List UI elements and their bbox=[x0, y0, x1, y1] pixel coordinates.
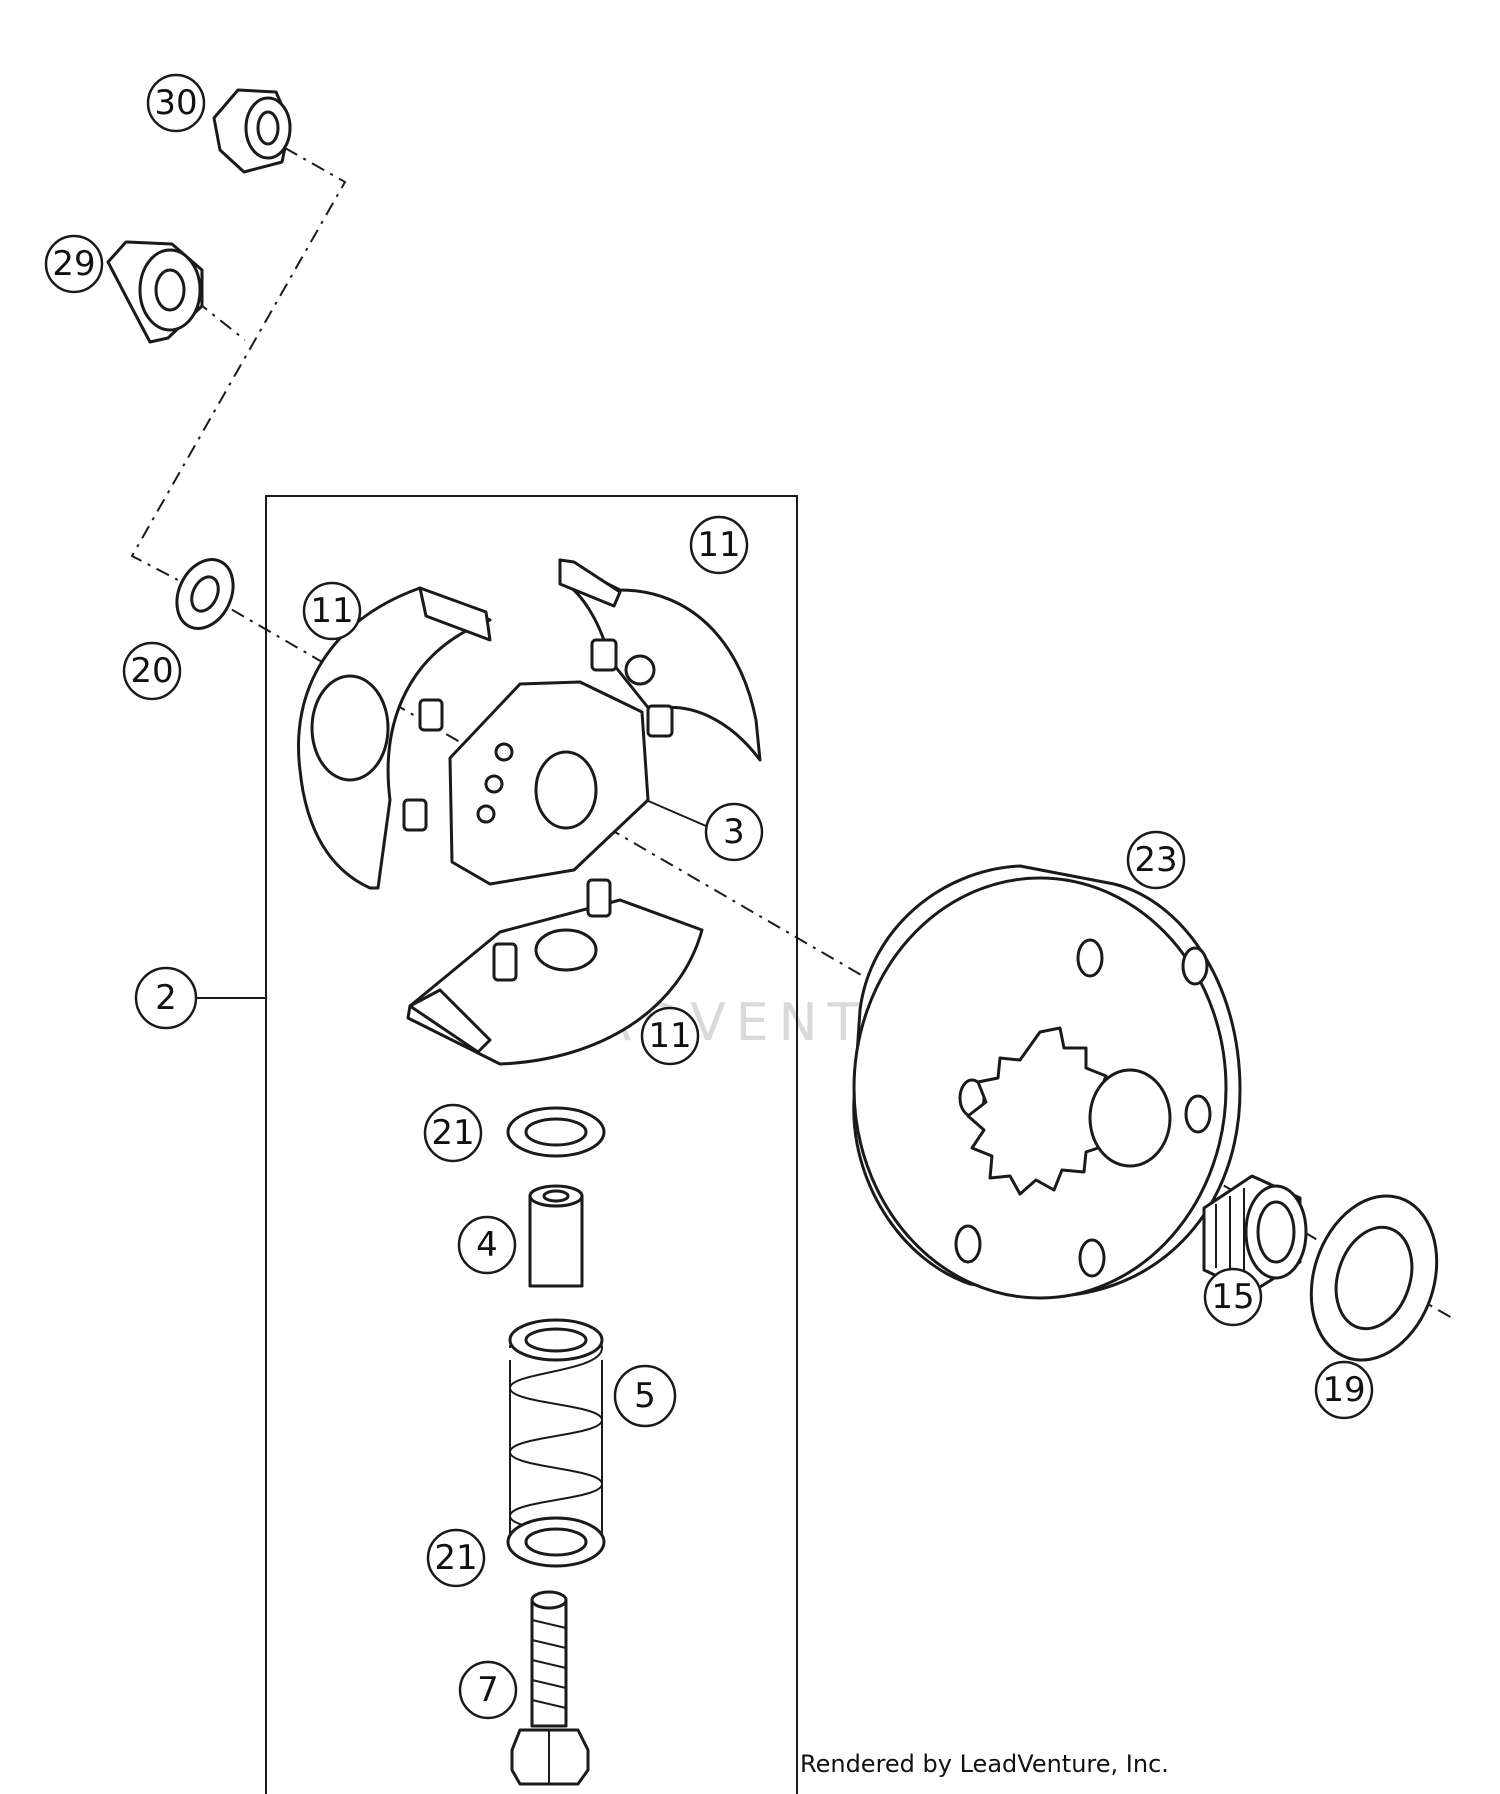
callout-21-lower: 21 bbox=[426, 1528, 486, 1588]
svg-text:15: 15 bbox=[1211, 1277, 1254, 1317]
washer-21-lower-shape bbox=[506, 1516, 606, 1568]
callout-21-upper: 21 bbox=[423, 1103, 483, 1163]
clutch-shoe-left-shape bbox=[297, 586, 492, 890]
callout-23: 23 bbox=[1126, 830, 1186, 890]
callout-3: 3 bbox=[704, 802, 764, 862]
svg-text:11: 11 bbox=[310, 591, 353, 631]
callout-11-bottom: 11 bbox=[640, 1006, 700, 1066]
svg-text:2: 2 bbox=[155, 978, 177, 1018]
clutch-carrier-3-shape bbox=[448, 680, 650, 886]
svg-text:5: 5 bbox=[634, 1376, 656, 1416]
bolt-7-shape bbox=[510, 1590, 590, 1786]
nut-30-shape bbox=[212, 88, 292, 174]
callout-15: 15 bbox=[1203, 1267, 1263, 1327]
clutch-shoe-top-right-shape bbox=[558, 558, 762, 762]
thrust-washer-19-shape bbox=[1309, 1194, 1439, 1362]
callout-20: 20 bbox=[122, 641, 182, 701]
svg-text:21: 21 bbox=[434, 1538, 477, 1578]
assembly-bracket-box bbox=[265, 495, 798, 1794]
callout-2: 2 bbox=[134, 966, 198, 1030]
needle-bearing-15-shape bbox=[1202, 1174, 1308, 1294]
svg-text:21: 21 bbox=[431, 1113, 474, 1153]
sleeve-4-shape bbox=[528, 1184, 584, 1288]
svg-text:11: 11 bbox=[697, 525, 740, 565]
callout-4: 4 bbox=[457, 1215, 517, 1275]
spring-5-shape bbox=[508, 1318, 604, 1551]
callout-7: 7 bbox=[458, 1660, 518, 1720]
svg-text:3: 3 bbox=[723, 812, 745, 852]
svg-text:19: 19 bbox=[1322, 1370, 1365, 1410]
callout-11-top-right: 11 bbox=[689, 515, 749, 575]
callout-30: 30 bbox=[146, 73, 206, 133]
callout-5: 5 bbox=[613, 1364, 677, 1428]
leader-3 bbox=[645, 799, 707, 827]
svg-text:4: 4 bbox=[476, 1225, 498, 1265]
callout-19: 19 bbox=[1314, 1360, 1374, 1420]
svg-text:20: 20 bbox=[130, 651, 173, 691]
svg-text:23: 23 bbox=[1134, 840, 1177, 880]
centerline-nuts bbox=[130, 147, 347, 595]
svg-text:7: 7 bbox=[477, 1670, 499, 1710]
svg-text:29: 29 bbox=[52, 244, 95, 284]
callout-29: 29 bbox=[44, 234, 104, 294]
svg-text:30: 30 bbox=[154, 83, 197, 123]
svg-text:11: 11 bbox=[648, 1016, 691, 1056]
clutch-shoe-bottom-shape bbox=[406, 878, 704, 1066]
clutch-drum-23-shape bbox=[852, 864, 1242, 1300]
render-credit: Rendered by LeadVenture, Inc. bbox=[800, 1750, 1169, 1778]
washer-20-shape bbox=[175, 558, 235, 630]
washer-21-upper-shape bbox=[506, 1106, 606, 1158]
flange-nut-29-shape bbox=[106, 240, 204, 344]
callout-11-left: 11 bbox=[302, 581, 362, 641]
leader-nut-29 bbox=[195, 300, 246, 341]
